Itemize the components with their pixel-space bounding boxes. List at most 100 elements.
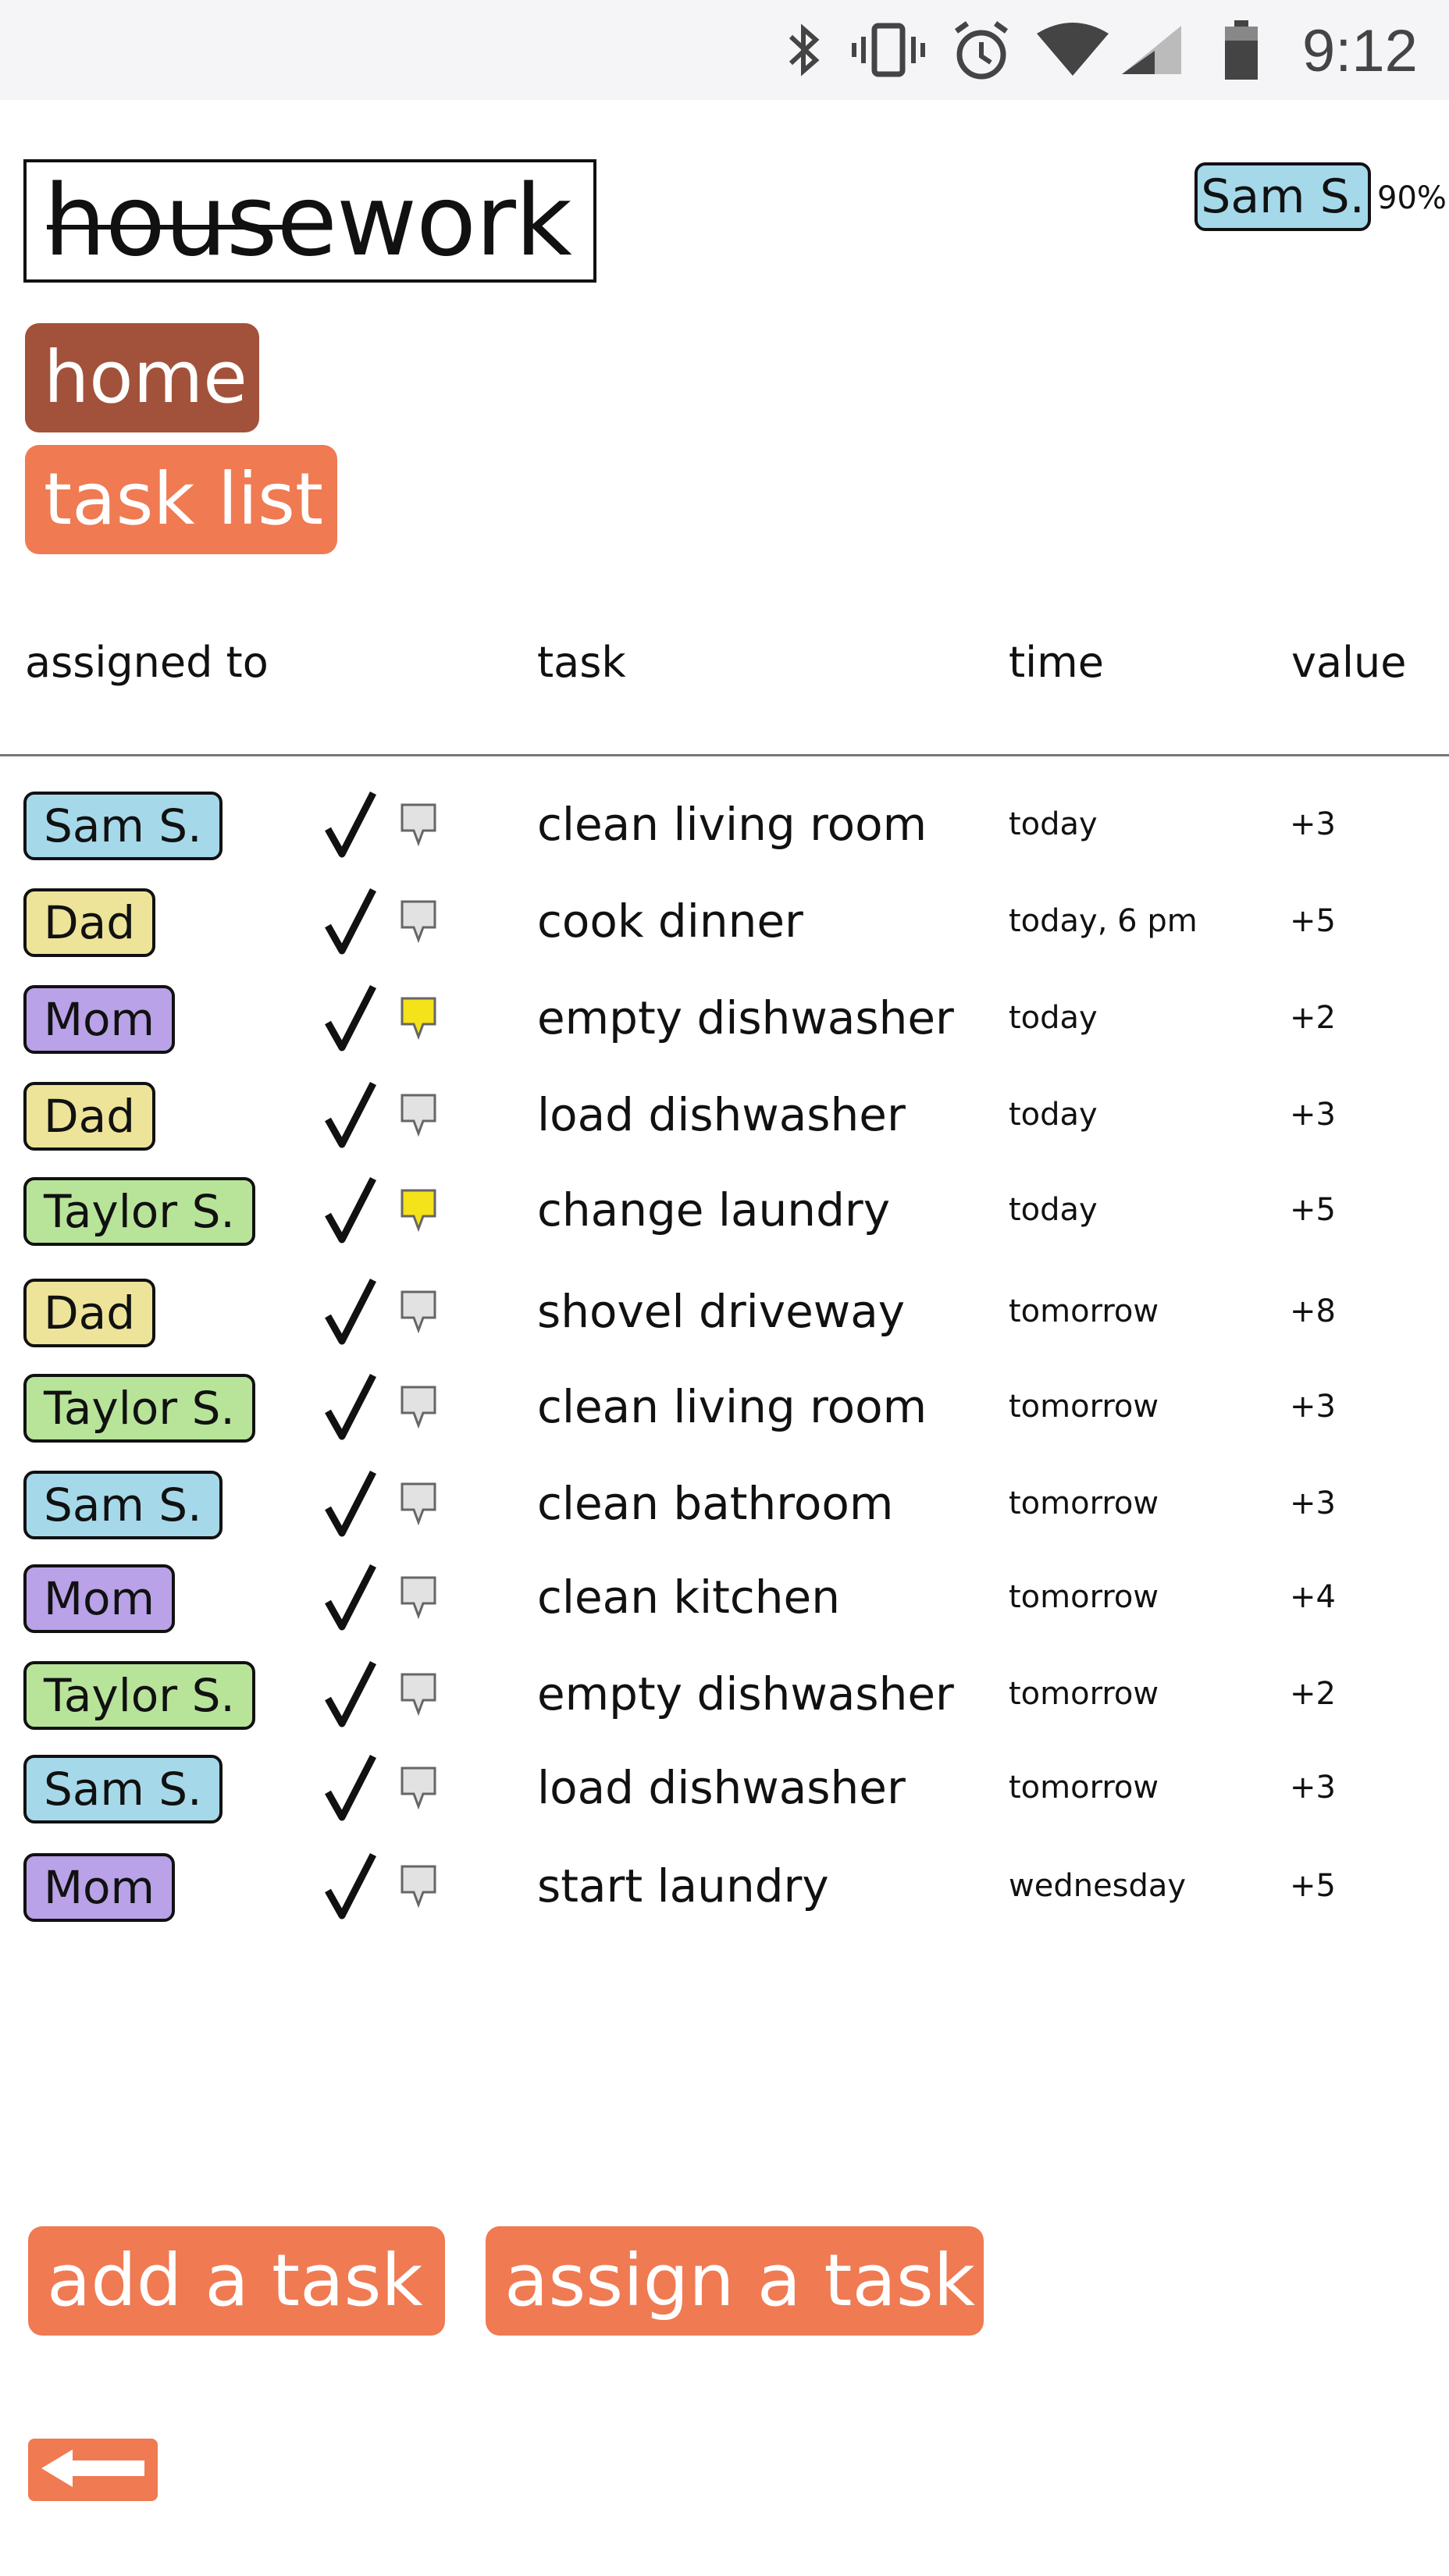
column-header-value: value xyxy=(1291,638,1407,687)
task-name: clean living room xyxy=(537,798,927,851)
table-row: Mom clean kitchen tomorrow +4 xyxy=(0,1558,1449,1636)
task-value: +3 xyxy=(1290,1097,1336,1133)
table-row: Mom start laundry wednesday +5 xyxy=(0,1847,1449,1925)
checkmark-icon[interactable] xyxy=(323,885,378,955)
header-divider xyxy=(0,754,1449,756)
comment-icon[interactable] xyxy=(400,1290,437,1334)
assignee-badge[interactable]: Sam S. xyxy=(23,1755,223,1823)
assignee-badge[interactable]: Mom xyxy=(23,1564,176,1633)
task-name: clean kitchen xyxy=(537,1571,840,1624)
task-time: today xyxy=(1009,1192,1098,1228)
task-value: +5 xyxy=(1290,1868,1336,1904)
assignee-badge[interactable]: Sam S. xyxy=(23,792,223,860)
task-name: start laundry xyxy=(537,1859,829,1912)
comment-icon[interactable] xyxy=(400,1672,437,1717)
table-row: Taylor S. empty dishwasher tomorrow +2 xyxy=(0,1655,1449,1733)
status-time: 9:12 xyxy=(1302,18,1418,84)
current-user-badge[interactable]: Sam S. xyxy=(1194,162,1371,231)
back-button[interactable] xyxy=(28,2439,158,2501)
table-row: Dad load dishwasher today +3 xyxy=(0,1076,1449,1154)
checkmark-icon[interactable] xyxy=(323,1658,378,1728)
comment-icon[interactable] xyxy=(400,1766,437,1810)
task-list-button[interactable]: task list xyxy=(25,445,337,554)
assignee-badge[interactable]: Taylor S. xyxy=(23,1374,255,1443)
user-completion-percent: 90% xyxy=(1377,180,1447,216)
task-value: +3 xyxy=(1290,806,1336,842)
task-time: wednesday xyxy=(1009,1868,1187,1904)
task-name: empty dishwasher xyxy=(537,1667,954,1720)
status-bar: 9:12 xyxy=(0,0,1449,100)
comment-icon[interactable] xyxy=(400,1575,437,1620)
column-header-task: task xyxy=(537,638,626,687)
task-time: tomorrow xyxy=(1009,1389,1159,1425)
bluetooth-icon xyxy=(781,17,828,83)
comment-icon[interactable] xyxy=(400,1188,437,1233)
task-time: tomorrow xyxy=(1009,1676,1159,1712)
vibrate-icon xyxy=(849,17,927,83)
checkmark-icon[interactable] xyxy=(323,1371,378,1441)
task-time: today xyxy=(1009,1097,1098,1133)
task-time: tomorrow xyxy=(1009,1485,1159,1521)
comment-icon[interactable] xyxy=(400,899,437,944)
task-name: clean living room xyxy=(537,1380,927,1433)
task-time: today, 6 pm xyxy=(1009,903,1198,939)
comment-icon[interactable] xyxy=(400,1385,437,1429)
assignee-badge[interactable]: Dad xyxy=(23,1279,156,1347)
checkmark-icon[interactable] xyxy=(323,788,378,859)
task-name: cook dinner xyxy=(537,895,803,948)
assign-task-button[interactable]: assign a task xyxy=(486,2226,984,2336)
task-name: change laundry xyxy=(537,1183,891,1236)
comment-icon[interactable] xyxy=(400,996,437,1041)
checkmark-icon[interactable] xyxy=(323,1752,378,1822)
comment-icon[interactable] xyxy=(400,802,437,847)
assignee-badge[interactable]: Sam S. xyxy=(23,1471,223,1539)
task-name: load dishwasher xyxy=(537,1761,906,1814)
task-value: +5 xyxy=(1290,1192,1336,1228)
task-value: +8 xyxy=(1290,1293,1336,1329)
checkmark-icon[interactable] xyxy=(323,1079,378,1149)
table-row: Sam S. load dishwasher tomorrow +3 xyxy=(0,1749,1449,1827)
checkmark-icon[interactable] xyxy=(323,1468,378,1538)
checkmark-icon[interactable] xyxy=(323,1850,378,1920)
wifi-icon xyxy=(1034,17,1112,83)
assignee-badge[interactable]: Mom xyxy=(23,1853,176,1922)
task-value: +2 xyxy=(1290,1676,1336,1712)
title-strikethrough xyxy=(47,225,312,229)
task-time: tomorrow xyxy=(1009,1579,1159,1615)
app-title: housework xyxy=(44,163,572,278)
alarm-icon xyxy=(946,17,1016,83)
assignee-badge[interactable]: Dad xyxy=(23,888,156,957)
task-name: shovel driveway xyxy=(537,1285,906,1338)
comment-icon[interactable] xyxy=(400,1093,437,1137)
checkmark-icon[interactable] xyxy=(323,1276,378,1346)
task-name: load dishwasher xyxy=(537,1088,906,1141)
assignee-badge[interactable]: Mom xyxy=(23,985,176,1054)
assignee-badge[interactable]: Dad xyxy=(23,1082,156,1151)
battery-icon xyxy=(1218,17,1265,83)
column-header-time: time xyxy=(1009,638,1105,687)
task-value: +3 xyxy=(1290,1770,1336,1806)
assignee-badge[interactable]: Taylor S. xyxy=(23,1177,255,1246)
comment-icon[interactable] xyxy=(400,1482,437,1526)
assignee-badge[interactable]: Taylor S. xyxy=(23,1661,255,1730)
task-time: tomorrow xyxy=(1009,1293,1159,1329)
comment-icon[interactable] xyxy=(400,1864,437,1909)
task-value: +4 xyxy=(1290,1579,1336,1615)
task-time: tomorrow xyxy=(1009,1770,1159,1806)
task-value: +2 xyxy=(1290,1000,1336,1036)
app-logo: housework xyxy=(23,159,596,283)
task-name: empty dishwasher xyxy=(537,991,954,1044)
signal-icon xyxy=(1116,17,1187,83)
task-name: clean bathroom xyxy=(537,1477,894,1530)
home-button[interactable]: home xyxy=(25,323,259,432)
checkmark-icon[interactable] xyxy=(323,982,378,1052)
add-task-button[interactable]: add a task xyxy=(28,2226,445,2336)
checkmark-icon[interactable] xyxy=(323,1174,378,1244)
table-row: Taylor S. change laundry today +5 xyxy=(0,1171,1449,1249)
checkmark-icon[interactable] xyxy=(323,1561,378,1631)
task-value: +3 xyxy=(1290,1485,1336,1521)
